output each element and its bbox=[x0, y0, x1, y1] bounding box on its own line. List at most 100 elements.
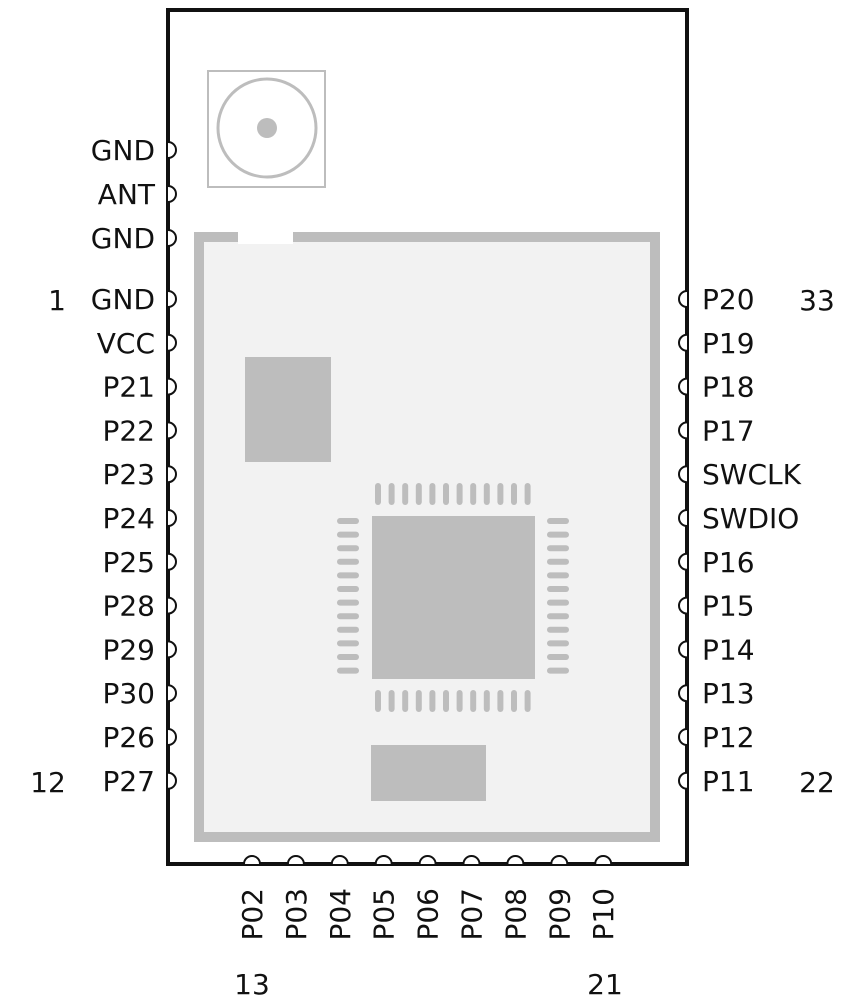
pin-label-bottom-8: P10 bbox=[587, 888, 620, 941]
chip-lead-bottom bbox=[429, 690, 436, 712]
pad-left-11 bbox=[167, 771, 177, 790]
pin-label-left-4: P23 bbox=[102, 458, 155, 491]
pin-label-right-8: P14 bbox=[702, 633, 755, 666]
pin-label-left-2: P21 bbox=[102, 371, 155, 404]
pin-label-left-10: P26 bbox=[102, 721, 155, 754]
chip-lead-left bbox=[337, 599, 359, 606]
chip-lead-left bbox=[337, 613, 359, 620]
pad-right-6 bbox=[678, 552, 688, 571]
chip-lead-top bbox=[456, 483, 463, 505]
pin-label-bottom-4: P06 bbox=[412, 888, 445, 941]
pad-right-5 bbox=[678, 509, 688, 527]
chip-lead-left bbox=[337, 640, 359, 647]
chip-lead-bottom bbox=[511, 690, 517, 712]
chip-lead-left bbox=[337, 572, 359, 579]
pad-left-4 bbox=[167, 465, 177, 484]
pad-left-3 bbox=[167, 421, 177, 440]
pad-right-9 bbox=[678, 684, 688, 703]
chip-lead-bottom bbox=[497, 690, 504, 712]
chip-lead-top bbox=[415, 483, 422, 505]
chip-lead-left bbox=[337, 558, 359, 565]
pin-label-left-top-1: ANT bbox=[98, 178, 156, 211]
pad-right-8 bbox=[678, 640, 688, 659]
chip-leads bbox=[337, 483, 569, 712]
pad-right-10 bbox=[678, 728, 688, 746]
chip-lead-bottom bbox=[483, 690, 490, 712]
pad-right-4 bbox=[678, 465, 688, 484]
chip-lead-left bbox=[337, 626, 359, 633]
chip-lead-left bbox=[337, 586, 359, 592]
chip-lead-right bbox=[547, 558, 569, 565]
pin-label-left-top-0: GND bbox=[91, 134, 155, 167]
pad-left-1 bbox=[167, 333, 177, 352]
pad-left-top-0 bbox=[167, 141, 177, 159]
pin-number-bottom-last: 21 bbox=[587, 968, 623, 1000]
pin-label-left-7: P28 bbox=[102, 590, 155, 623]
chip-lead-top bbox=[497, 483, 504, 505]
chip-lead-right bbox=[547, 613, 569, 620]
pin-label-right-10: P12 bbox=[702, 721, 755, 754]
pad-left-2 bbox=[167, 377, 177, 396]
chip-lead-right bbox=[547, 586, 569, 592]
pin-label-left-3: P22 bbox=[102, 414, 155, 447]
pin-number-left-first: 1 bbox=[48, 284, 66, 317]
chip-lead-left bbox=[337, 531, 359, 538]
chip-lead-bottom bbox=[388, 690, 395, 712]
chip-lead-bottom bbox=[524, 690, 531, 712]
pad-bottom-4 bbox=[418, 855, 437, 865]
chip-lead-bottom bbox=[402, 690, 409, 712]
chip-lead-bottom bbox=[470, 690, 477, 712]
pin-label-left-11: P27 bbox=[102, 765, 155, 798]
pin-label-left-top-2: GND bbox=[91, 222, 155, 255]
pin-label-bottom-5: P07 bbox=[456, 888, 489, 941]
pin-label-right-3: P17 bbox=[702, 414, 755, 447]
pin-label-bottom-3: P05 bbox=[368, 888, 401, 941]
pad-left-10 bbox=[167, 728, 177, 746]
pin-label-left-8: P29 bbox=[102, 633, 155, 666]
pin-number-right-first: 33 bbox=[799, 284, 835, 317]
pin-label-right-5: SWDIO bbox=[702, 502, 799, 535]
chip-lead-right bbox=[547, 518, 569, 524]
pin-label-left-1: VCC bbox=[97, 327, 155, 360]
pad-bottom-7 bbox=[550, 855, 569, 865]
pin-label-right-0: P20 bbox=[702, 283, 755, 316]
pad-left-6 bbox=[167, 552, 177, 571]
pin-number-right-last: 22 bbox=[799, 766, 835, 799]
pads bbox=[167, 141, 688, 865]
chip-lead-left bbox=[337, 518, 359, 524]
pad-left-top-2 bbox=[167, 229, 177, 247]
pin-label-left-9: P30 bbox=[102, 677, 155, 710]
pad-bottom-8 bbox=[594, 855, 613, 865]
pad-bottom-3 bbox=[374, 855, 393, 865]
pin-label-right-2: P18 bbox=[702, 371, 755, 404]
pad-right-7 bbox=[678, 596, 688, 615]
chip-lead-top bbox=[388, 483, 395, 505]
pad-left-8 bbox=[167, 640, 177, 659]
pad-bottom-2 bbox=[330, 855, 349, 865]
pin-labels: GNDANTGNDGNDVCCP21P22P23P24P25P28P29P30P… bbox=[91, 134, 802, 941]
pin-label-right-9: P13 bbox=[702, 677, 755, 710]
chip-lead-right bbox=[547, 640, 569, 647]
pad-right-0 bbox=[678, 290, 688, 308]
chip-lead-top bbox=[524, 483, 531, 505]
chip-lead-right bbox=[547, 599, 569, 606]
chip-lead-right bbox=[547, 545, 569, 552]
pad-bottom-6 bbox=[506, 855, 525, 865]
pin-label-right-6: P16 bbox=[702, 546, 755, 579]
chip-lead-right bbox=[547, 531, 569, 538]
chip-lead-top bbox=[470, 483, 477, 505]
pin-label-right-7: P15 bbox=[702, 590, 755, 623]
pad-bottom-5 bbox=[462, 855, 481, 865]
chip-lead-bottom bbox=[375, 690, 381, 712]
pin-label-bottom-7: P09 bbox=[543, 888, 576, 941]
pad-bottom-1 bbox=[286, 855, 305, 865]
pin-number-left-last: 12 bbox=[30, 766, 66, 799]
crystal-component bbox=[245, 357, 331, 462]
pin-label-bottom-2: P04 bbox=[324, 888, 357, 941]
pad-right-2 bbox=[678, 377, 688, 396]
pad-left-5 bbox=[167, 509, 177, 527]
chip-lead-right bbox=[547, 654, 569, 660]
chip-lead-right bbox=[547, 626, 569, 633]
chip-lead-bottom bbox=[415, 690, 422, 712]
